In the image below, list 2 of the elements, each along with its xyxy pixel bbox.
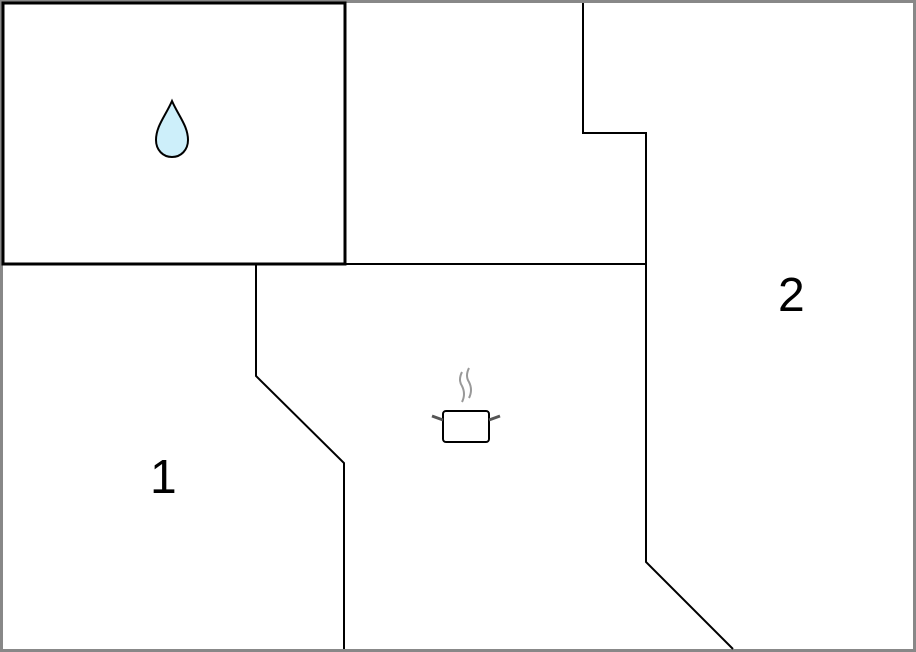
room-number: 1 xyxy=(150,454,177,502)
room-number: 2 xyxy=(778,272,805,320)
